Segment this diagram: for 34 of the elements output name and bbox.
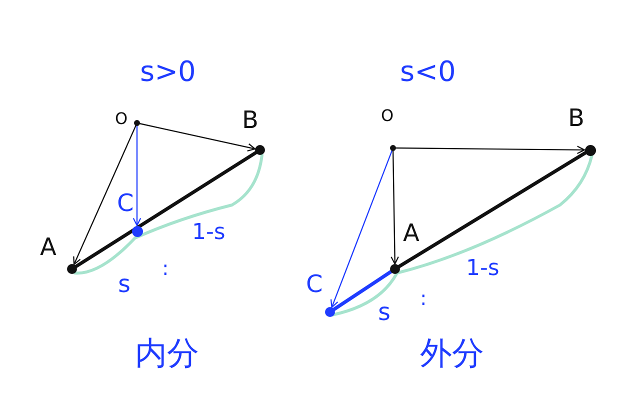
vector-arrow: [395, 146, 586, 154]
ratio-label: s: [118, 272, 131, 296]
point-label: B: [242, 108, 258, 132]
condition-label: s<0: [400, 58, 456, 86]
point-dot: [390, 264, 400, 274]
point-dot: [134, 120, 140, 126]
point-dot: [255, 145, 265, 155]
point-label: A: [403, 221, 420, 245]
vector-arrow: [139, 123, 256, 152]
condition-label: s>0: [140, 58, 196, 86]
point-label: C: [117, 191, 134, 215]
line-segment: [398, 151, 588, 268]
ratio-label: s: [378, 300, 391, 324]
line-segment: [332, 270, 393, 311]
point-dot: [132, 226, 142, 236]
point-label: C: [306, 272, 323, 296]
ratio-label: 1-s: [466, 258, 500, 280]
vector-arrow: [390, 150, 399, 265]
point-label: O: [115, 111, 128, 127]
point-label: B: [568, 106, 584, 130]
vector-arrow: [330, 150, 393, 308]
point-dot: [584, 144, 596, 156]
point-label: O: [381, 108, 394, 124]
point-dot: [390, 145, 396, 151]
point-label: A: [40, 235, 56, 259]
vector-arrow: [73, 125, 136, 266]
ratio-label: :: [420, 288, 427, 308]
ratio-label: :: [162, 258, 169, 278]
division-label: 内分: [135, 337, 199, 369]
point-dot: [67, 264, 77, 274]
ratio-label: 1-s: [192, 222, 226, 244]
division-label: 外分: [420, 337, 484, 369]
point-dot: [325, 307, 335, 317]
vector-arrow: [132, 125, 142, 226]
